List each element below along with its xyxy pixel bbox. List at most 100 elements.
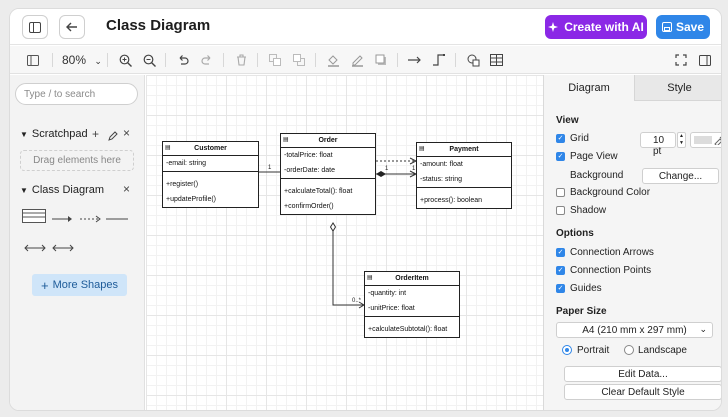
zoom-value: 80% [62,53,87,67]
grid-label: Grid [570,133,589,144]
multiplicity-label: 1 [385,166,389,172]
fill-color-button[interactable] [325,52,341,68]
class-method: +confirmOrder() [284,203,334,210]
page-view-checkbox[interactable]: ✓ Page View [556,151,618,162]
checkmark-icon: ✓ [556,152,565,161]
checkbox-box [556,206,565,215]
class-name: OrderItem [395,275,429,282]
zoom-out-button[interactable] [141,52,157,68]
to-back-icon [293,54,305,66]
landscape-radio[interactable] [624,345,634,355]
class-attribute: -orderDate: date [284,167,335,174]
zoom-dropdown[interactable]: 80% ⌄ [62,53,102,67]
portrait-label: Portrait [577,345,610,356]
multiplicity-label: 1 [412,166,416,172]
edit-data-button[interactable]: Edit Data... [564,366,721,382]
class-customer[interactable]: ▤Customer -email: string +register() +up… [162,141,259,208]
shapes-panel: Type / to search ▼ Scratchpad + × Drag e… [10,75,145,410]
toggle-sidebar-button[interactable] [22,15,48,39]
order-orderitem-composition[interactable] [332,223,364,306]
tab-diagram[interactable]: Diagram [544,75,634,101]
background-color-label: Background Color [570,187,651,198]
back-button[interactable] [59,15,85,39]
page-view-label: Page View [570,151,618,162]
undo-button[interactable] [175,52,191,68]
class-divider [163,171,258,177]
save-icon [661,22,672,32]
class-payment[interactable]: ▤Payment -amount: float -status: string … [416,142,512,209]
connection-arrows-checkbox[interactable]: ✓ Connection Arrows [556,247,654,258]
grid-size-input[interactable]: 10 pt [640,132,676,157]
toolbar-divider [52,53,53,67]
class-orderitem[interactable]: ▤OrderItem -quantity: int -unitPrice: fl… [364,271,460,338]
insert-shape-button[interactable] [465,52,481,68]
shadow-button[interactable] [373,52,389,68]
scratchpad-dropzone[interactable]: Drag elements here [20,150,134,171]
change-background-button[interactable]: Change... [642,168,719,184]
redo-button[interactable] [199,52,215,68]
shape-bidirectional-arrow-2[interactable] [52,240,74,258]
shapes-icon [467,54,479,66]
save-label: Save [675,20,705,34]
format-panel-toggle[interactable] [25,52,41,68]
line-color-button[interactable] [349,52,365,68]
edit-icon[interactable] [108,128,118,146]
class-method: +process(): boolean [420,197,483,204]
connection-points-checkbox[interactable]: ✓ Connection Points [556,265,651,276]
shape-bidirectional-arrow[interactable] [24,240,46,258]
redo-icon [201,54,211,65]
options-section-title: Options [556,228,594,239]
landscape-label: Landscape [638,345,687,356]
to-back-button[interactable] [291,52,307,68]
guides-checkbox[interactable]: ✓ Guides [556,283,602,294]
delete-button[interactable] [233,52,249,68]
checkmark-icon: ✓ [556,284,565,293]
add-icon[interactable]: + [92,127,100,141]
diagram-canvas[interactable]: 1 1 1 1 0..* ▤Customer -email: string +r… [146,75,543,410]
search-input[interactable]: Type / to search [15,83,138,105]
paper-size-select[interactable]: A4 (210 mm x 297 mm) ⌄ [556,322,713,338]
zoom-in-button[interactable] [117,52,133,68]
fullscreen-button[interactable] [673,52,689,68]
background-label: Background [570,170,624,181]
portrait-radio[interactable] [562,345,572,355]
insert-table-button[interactable] [488,52,504,68]
shadow-checkbox[interactable]: Shadow [556,205,606,216]
diamond-filled-icon [376,171,386,177]
checkmark-icon: ✓ [556,266,565,275]
diamond-open-icon [329,222,337,232]
grid-color-picker[interactable] [690,132,721,148]
connectors-layer [259,157,418,309]
shape-dependency-arrow[interactable] [80,211,102,229]
toolbar-divider [315,53,316,67]
tab-style[interactable]: Style [634,75,721,101]
save-button[interactable]: Save [656,15,710,39]
connection-style-button[interactable] [407,52,423,68]
class-diagram-label: Class Diagram [31,184,105,196]
waypoints-button[interactable] [431,52,447,68]
class-order[interactable]: ▤Order -totalPrice: float -orderDate: da… [280,133,376,215]
format-panel: Diagram Style View ✓ Grid 10 pt ▲▼ ✓ Pag… [543,75,721,410]
class-divider [365,316,459,322]
class-method: +updateProfile() [166,196,217,203]
shape-association-arrow[interactable] [52,211,74,229]
create-with-ai-button[interactable]: Create with AI [545,15,647,39]
class-icon: ▤ [283,137,289,143]
shape-class[interactable] [22,209,46,228]
close-icon[interactable]: × [123,182,131,196]
grid-checkbox[interactable]: ✓ Grid [556,133,589,144]
class-diagram-header[interactable]: ▼ Class Diagram [20,184,104,196]
clear-default-style-button[interactable]: Clear Default Style [564,384,721,400]
class-header: ▤Payment [417,143,511,157]
more-shapes-button[interactable]: + More Shapes [32,274,127,296]
shape-line[interactable] [106,211,128,229]
background-color-checkbox[interactable]: Background Color [556,187,650,198]
close-icon[interactable]: × [123,126,131,140]
to-front-button[interactable] [267,52,283,68]
grid-size-stepper[interactable]: ▲▼ [677,132,686,148]
to-front-icon [269,54,281,66]
toggle-format-panel-button[interactable] [697,52,713,68]
scratchpad-header[interactable]: ▼ Scratchpad [20,128,88,140]
grid-color-swatch [694,136,712,144]
toolbar-divider [107,53,108,67]
